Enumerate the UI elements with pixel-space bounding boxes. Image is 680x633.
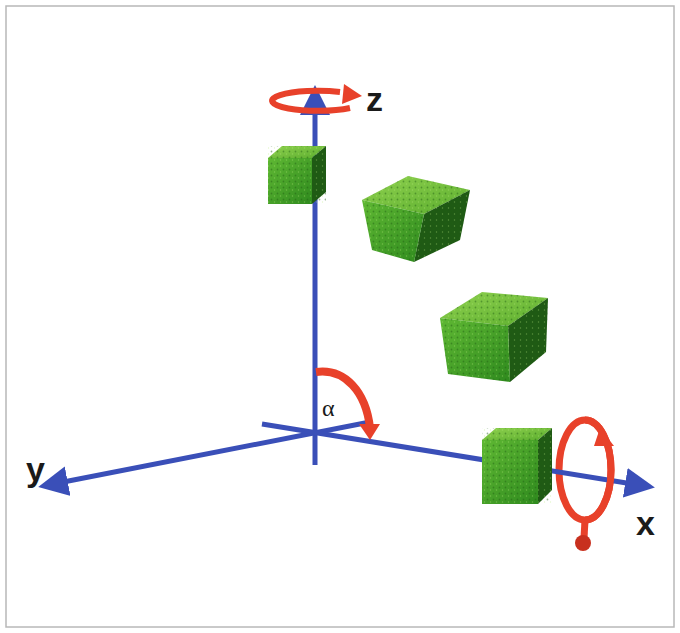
angle-arc-head — [359, 424, 380, 440]
axis-label: z — [366, 82, 383, 116]
cube — [268, 146, 326, 204]
x-rotation-knob — [575, 535, 591, 551]
x-rotation-head — [594, 428, 614, 446]
cube — [440, 292, 548, 382]
cube — [482, 428, 552, 504]
z-rotation-head — [342, 84, 362, 104]
axis-label: y — [26, 452, 45, 486]
z-rotation-arrow — [272, 91, 350, 111]
axis-label: x — [636, 506, 655, 540]
x-axis — [262, 424, 645, 486]
angle-arc — [316, 372, 370, 428]
cube — [362, 176, 470, 262]
frame — [6, 6, 674, 627]
angle-label: α — [322, 396, 335, 420]
